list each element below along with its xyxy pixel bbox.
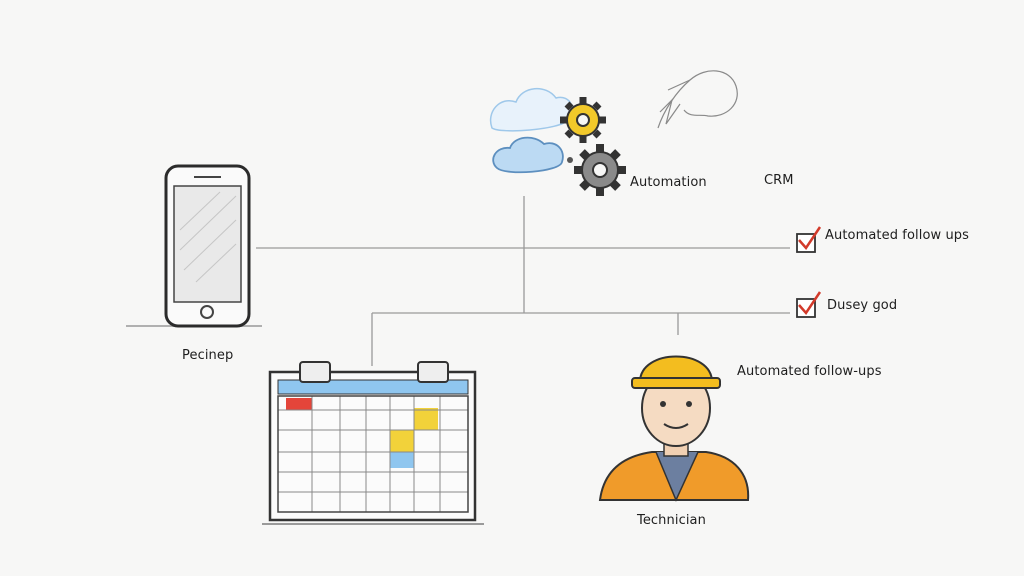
hand-icon — [657, 70, 738, 129]
connector-lines — [256, 196, 790, 366]
smartphone-icon — [126, 164, 262, 328]
followups-label: Automated follow-ups — [737, 364, 882, 379]
automation-label: Automation — [630, 175, 707, 190]
gear-icon — [560, 97, 626, 196]
crm-label: CRM — [764, 173, 794, 188]
technician-icon — [598, 355, 750, 502]
calendar-icon — [262, 361, 484, 525]
followups-checklist-label: Automated follow ups — [825, 228, 970, 243]
busy-good-checklist-label: Dusey god — [827, 298, 898, 313]
technician-label: Technician — [637, 513, 706, 528]
checkbox-icon — [796, 226, 822, 318]
cloud-icon — [489, 88, 574, 174]
phone-label: Pecinep — [182, 348, 234, 363]
